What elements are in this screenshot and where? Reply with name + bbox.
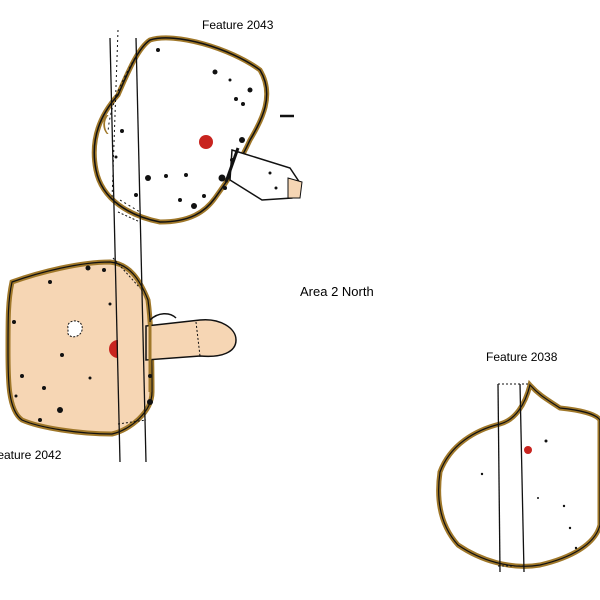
feature-2042-red-marker: [109, 340, 118, 358]
feature-2038-outline: [436, 379, 600, 569]
feature-2038-red-marker: [524, 446, 532, 454]
feature-2042-extension: [145, 319, 237, 361]
label-feature-2042: Feature 2042: [0, 448, 62, 462]
feature-2042-outline: [5, 259, 155, 437]
label-area: Area 2 North: [300, 284, 374, 299]
feature-2038: [436, 379, 600, 573]
feature-2043-outline: [91, 35, 270, 225]
feature-2043: (: [91, 35, 303, 225]
feature-2042-postholes: [12, 265, 153, 422]
svg-text:(: (: [102, 113, 109, 135]
feature-2043-red-marker: [199, 135, 213, 149]
feature-2038-postholes: [480, 439, 578, 550]
label-feature-2043: Feature 2043: [202, 18, 274, 32]
feature-2042: [5, 259, 237, 437]
feature-2043-postholes: [114, 48, 278, 209]
label-feature-2038: Feature 2038: [486, 350, 558, 364]
trench-left: [109, 29, 147, 463]
